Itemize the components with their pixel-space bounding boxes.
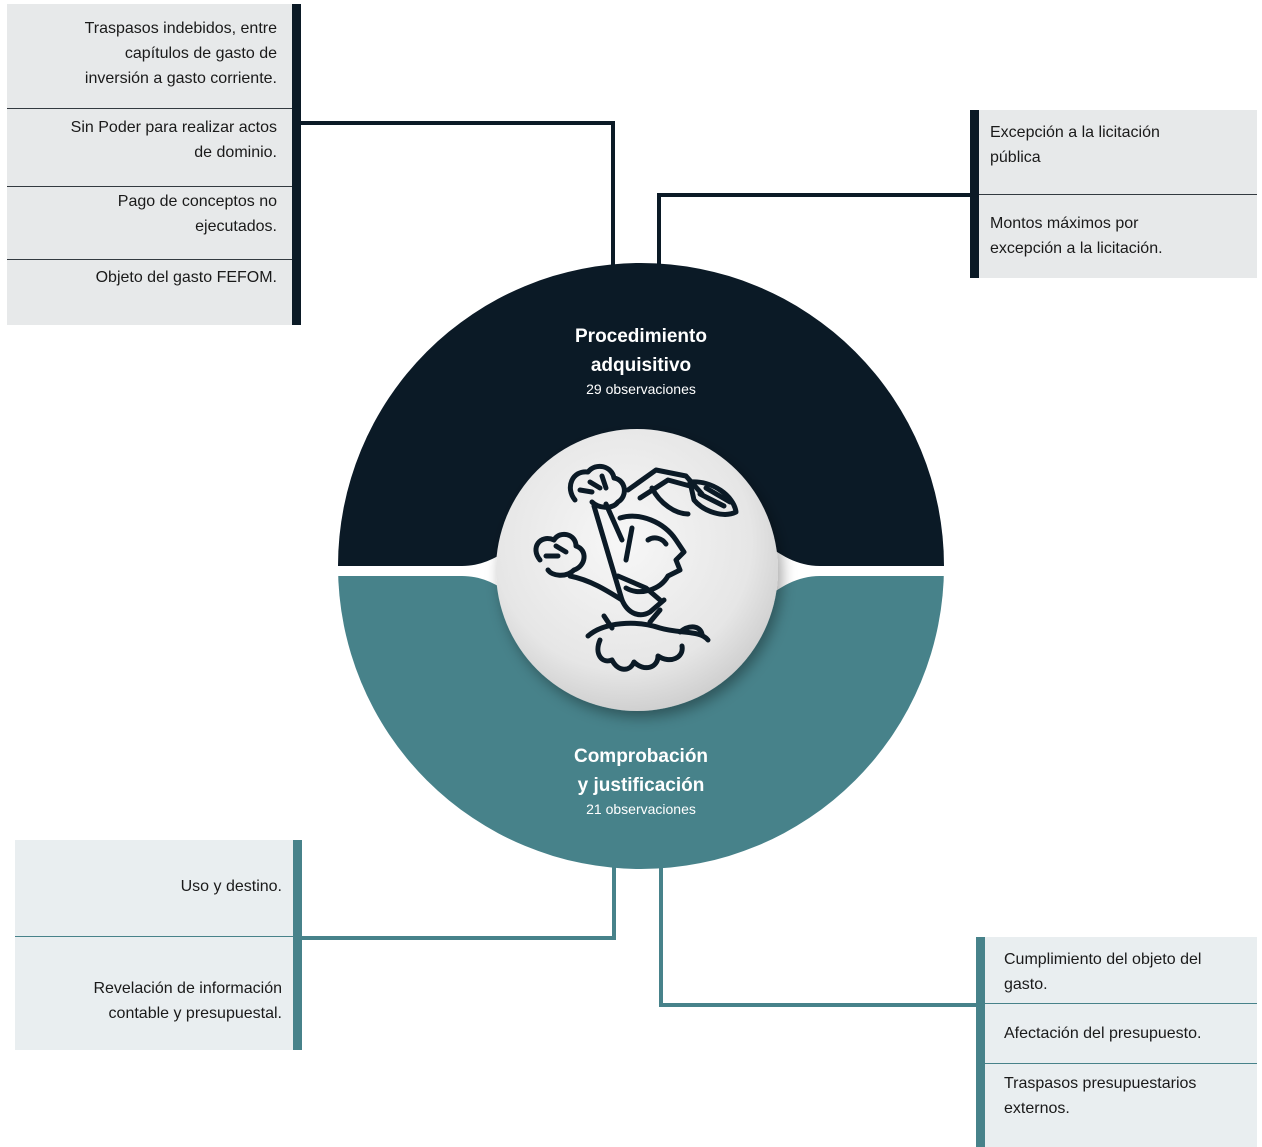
- list-item-line: Objeto del gasto FEFOM.: [95, 269, 277, 286]
- divider: [985, 1063, 1257, 1064]
- bottom-right-panel: Cumplimiento del objeto del gasto. Afect…: [976, 937, 1257, 1147]
- list-item-line: capítulos de gasto de: [124, 45, 277, 62]
- list-item-line: contable y presupuestal.: [108, 1005, 282, 1022]
- list-item: Montos máximos por excepción a la licita…: [990, 211, 1257, 261]
- top-section-label: Procedimiento adquisitivo 29 observacion…: [491, 322, 791, 398]
- divider: [979, 194, 1257, 195]
- connector-bottom-right: [659, 860, 976, 1007]
- connector-top-left: [301, 121, 615, 278]
- divider: [7, 108, 292, 109]
- bottom-section-title-line2: y justificación: [577, 775, 705, 796]
- panel-accent-bar: [976, 937, 985, 1147]
- list-item: Uso y destino.: [15, 874, 282, 899]
- list-item: Cumplimiento del objeto del gasto.: [1004, 947, 1257, 997]
- bottom-left-panel: Uso y destino. Revelación de información…: [15, 840, 302, 1050]
- panel-accent-bar: [293, 840, 302, 1050]
- list-item-line: Traspasos indebidos, entre: [84, 20, 277, 37]
- divider: [7, 186, 292, 187]
- list-item-line: pública: [990, 149, 1041, 166]
- list-item-line: Excepción a la licitación: [990, 124, 1160, 141]
- list-item-line: Traspasos presupuestarios: [1004, 1075, 1197, 1092]
- indigenous-glyph-emblem-icon: [533, 463, 739, 672]
- divider: [7, 259, 292, 260]
- list-item-line: Pago de conceptos no: [117, 193, 277, 210]
- list-item: Pago de conceptos no ejecutados.: [7, 189, 277, 239]
- emblem: [496, 429, 778, 711]
- list-item: Revelación de información contable y pre…: [15, 976, 282, 1026]
- list-item-line: Cumplimiento del objeto del: [1004, 951, 1202, 968]
- list-item: Traspasos presupuestarios externos.: [1004, 1071, 1257, 1121]
- bottom-section-title-line1: Comprobación: [573, 746, 709, 767]
- bottom-section-shape: [338, 576, 944, 869]
- list-item-line: Montos máximos por: [990, 215, 1139, 232]
- list-item-line: ejecutados.: [195, 218, 277, 235]
- list-item: Sin Poder para realizar actos de dominio…: [7, 115, 277, 165]
- top-right-panel: Excepción a la licitación pública Montos…: [970, 110, 1257, 278]
- list-item-line: Afectación del presupuesto.: [1004, 1025, 1202, 1042]
- list-item-line: excepción a la licitación.: [990, 240, 1163, 257]
- top-section-title-line2: adquisitivo: [590, 355, 692, 376]
- connector-top-right: [657, 193, 970, 278]
- panel-accent-bar: [970, 110, 979, 278]
- divider: [15, 936, 293, 937]
- list-item: Afectación del presupuesto.: [1004, 1021, 1257, 1046]
- panel-accent-bar: [292, 4, 301, 325]
- top-section-count: 29 observaciones: [586, 381, 696, 397]
- top-left-panel: Traspasos indebidos, entre capítulos de …: [7, 4, 301, 325]
- top-section-title-line1: Procedimiento: [575, 326, 707, 347]
- list-item-line: externos.: [1004, 1100, 1070, 1117]
- list-item-line: Sin Poder para realizar actos: [70, 119, 277, 136]
- list-item-line: de dominio.: [194, 144, 277, 161]
- connector-bottom-left: [302, 860, 616, 940]
- divider: [985, 1003, 1257, 1004]
- list-item-line: Revelación de información: [93, 980, 282, 997]
- list-item: Objeto del gasto FEFOM.: [7, 265, 277, 290]
- list-item: Traspasos indebidos, entre capítulos de …: [7, 16, 277, 91]
- bottom-section-count: 21 observaciones: [586, 801, 696, 817]
- top-section-shape: [338, 263, 944, 566]
- list-item-line: gasto.: [1004, 976, 1048, 993]
- bottom-section-label: Comprobación y justificación 21 observac…: [491, 742, 791, 818]
- list-item-line: inversión a gasto corriente.: [84, 70, 277, 87]
- list-item-line: Uso y destino.: [180, 878, 282, 895]
- list-item: Excepción a la licitación pública: [990, 120, 1257, 170]
